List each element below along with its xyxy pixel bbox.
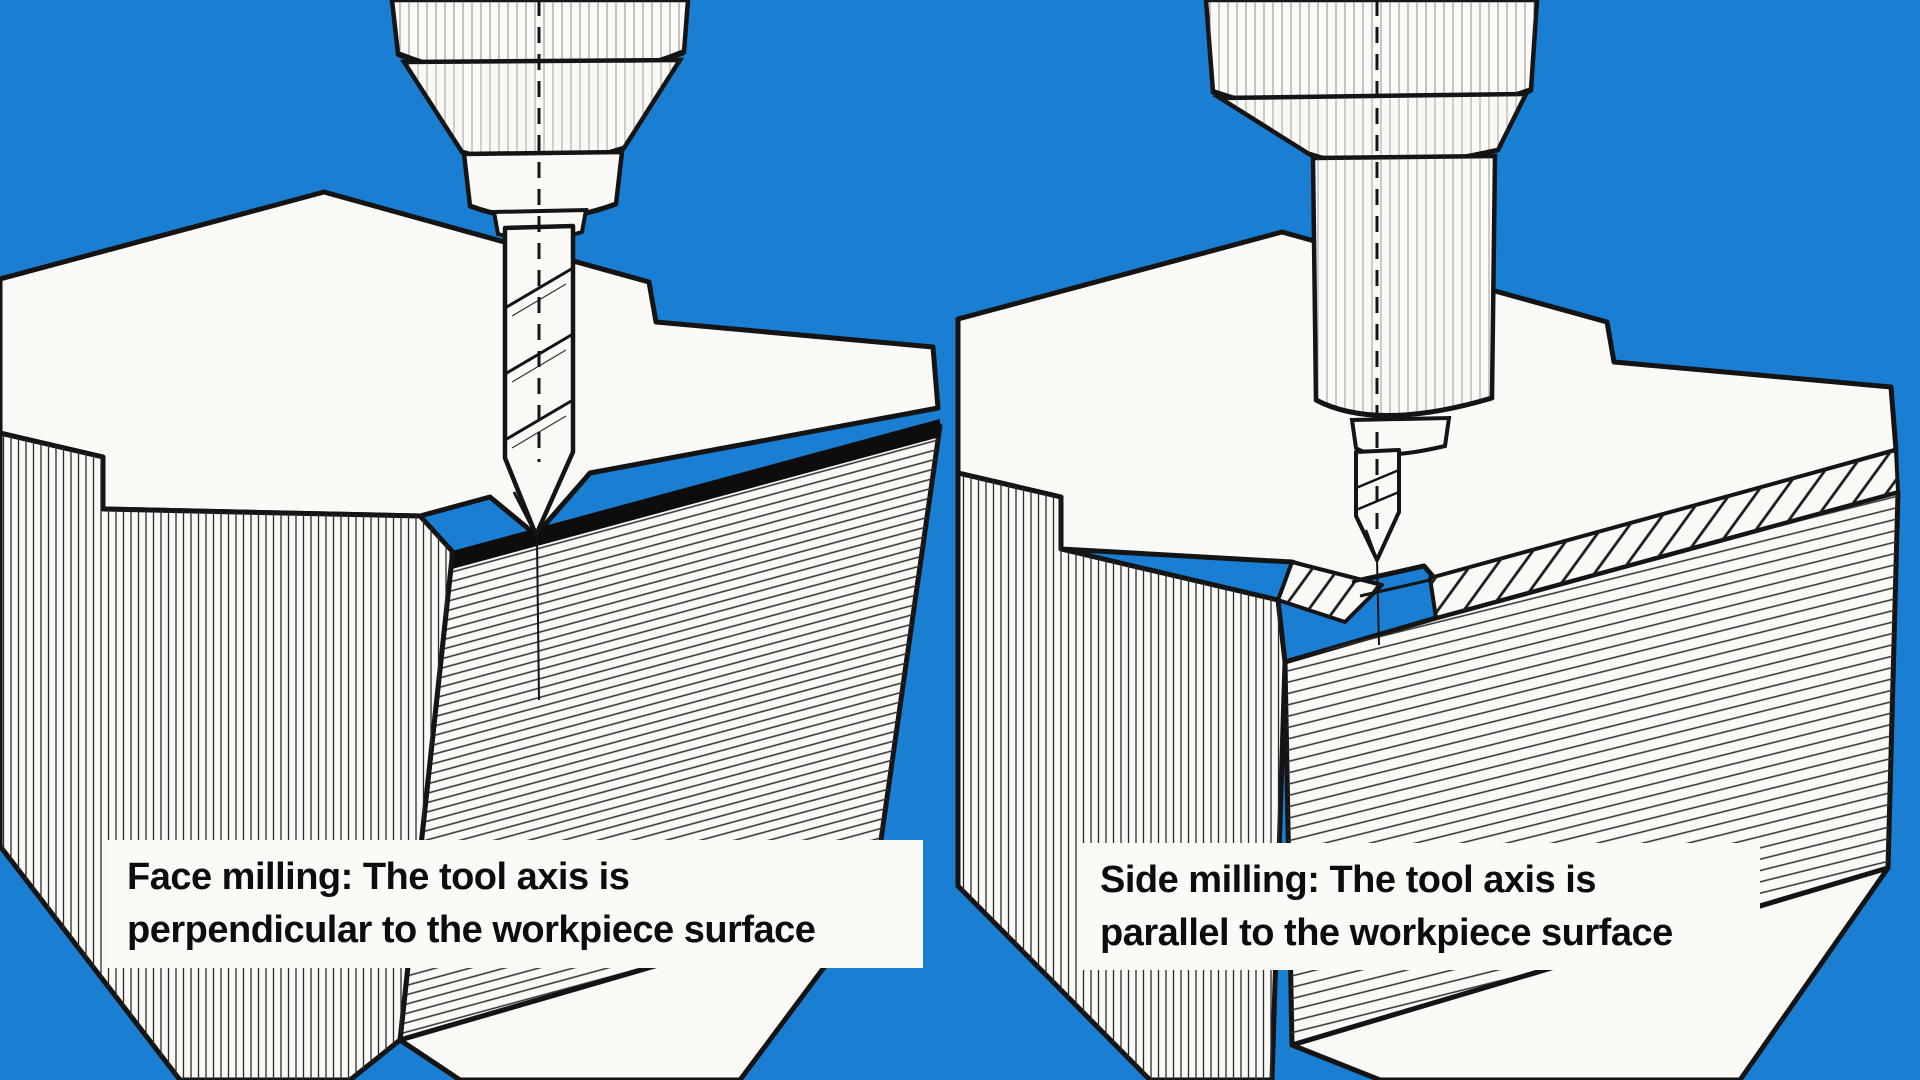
caption-face-milling-line1: Face milling: The tool axis is xyxy=(127,856,630,898)
caption-side-milling-line1: Side milling: The tool axis is xyxy=(1100,859,1596,901)
collet-spindle-with-end-mill-icon xyxy=(1203,0,1540,646)
tip-groove xyxy=(1351,564,1431,598)
drill-chuck-with-twist-drill-icon xyxy=(389,0,691,701)
tool-axis-extension xyxy=(1376,559,1380,646)
caption-side-milling-line2: parallel to the workpiece surface xyxy=(1100,912,1673,954)
caption-face-milling-line2: perpendicular to the workpiece surface xyxy=(127,909,816,951)
step-edge xyxy=(589,406,939,475)
step-band xyxy=(452,419,940,569)
tool-axis-extension xyxy=(536,539,540,701)
caption-face-milling: Face milling: The tool axis is perpendic… xyxy=(107,840,923,968)
caption-side-milling: Side milling: The tool axis is parallel … xyxy=(1080,843,1760,970)
